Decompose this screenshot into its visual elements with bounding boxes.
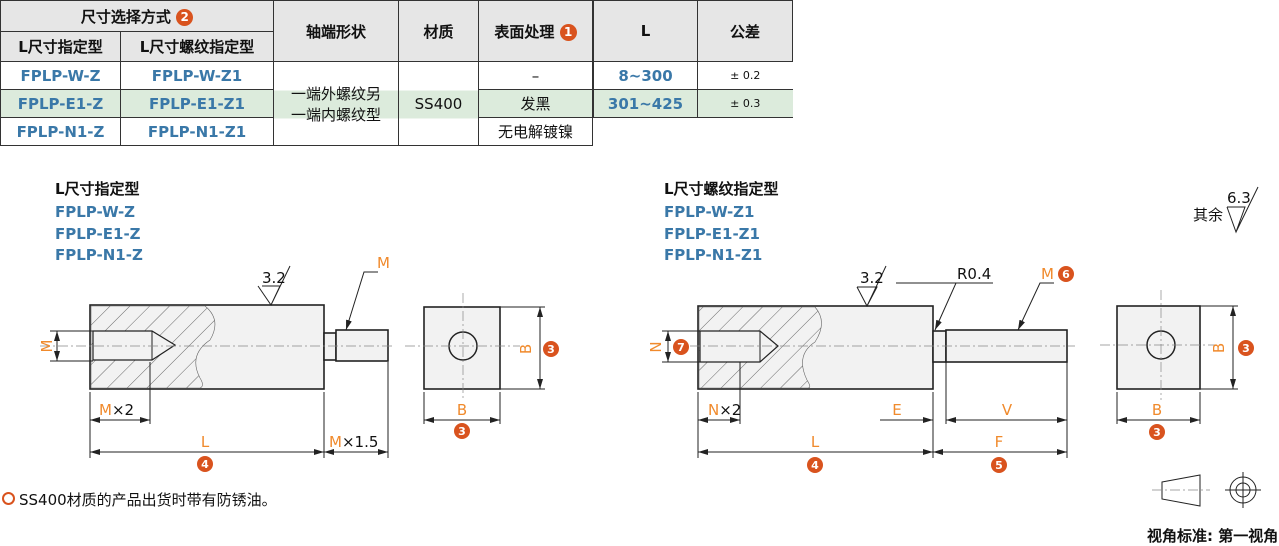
model-cell: FPLP-N1-Z [0, 117, 121, 146]
right-model: FPLP-W-Z1 [664, 203, 755, 221]
svg-text:E: E [892, 401, 901, 419]
right-model: FPLP-N1-Z1 [664, 246, 762, 264]
header-tolerance: 公差 [697, 0, 793, 62]
table-row: FPLP-N1-Z FPLP-N1-Z1 无电解镀镍 [0, 117, 593, 146]
bullet-icon [2, 492, 15, 505]
svg-text:3: 3 [1242, 342, 1250, 355]
header-l-spec: L尺寸指定型 [0, 31, 121, 62]
svg-text:3.2: 3.2 [860, 269, 884, 287]
spec-table: 尺寸选择方式 2 轴端形状 材质 表面处理 1 L尺寸指定型 L尺寸螺纹指定型 … [0, 0, 593, 146]
badge-2: 2 [176, 8, 194, 26]
svg-text:5: 5 [995, 459, 1003, 472]
table-row: 301~425 ± 0.3 [593, 89, 793, 118]
right-model: FPLP-E1-Z1 [664, 225, 760, 243]
svg-text:M×2: M×2 [99, 401, 134, 419]
svg-text:6: 6 [1062, 268, 1070, 281]
table-row: FPLP-E1-Z FPLP-E1-Z1 发黑 [0, 89, 593, 118]
badge-4: 4 [807, 457, 823, 473]
first-angle-projection-icon [1152, 472, 1261, 508]
header-shaft-shape: 轴端形状 [273, 0, 399, 62]
l-range-cell: 8~300 [593, 61, 698, 90]
rust-oil-note: SS400材质的产品出货时带有防锈油。 [2, 489, 277, 510]
svg-text:B: B [1152, 401, 1162, 419]
svg-text:4: 4 [201, 458, 209, 471]
svg-text:L: L [201, 433, 210, 451]
svg-text:B: B [517, 344, 535, 354]
svg-text:4: 4 [811, 459, 819, 472]
header-l-thread-spec: L尺寸螺纹指定型 [120, 31, 274, 62]
svg-text:M: M [377, 254, 390, 272]
badge-3: 3 [454, 423, 470, 439]
svg-text:B: B [457, 401, 467, 419]
badge-7: 7 [673, 339, 689, 355]
svg-text:7: 7 [677, 341, 685, 354]
material-cell: SS400 [398, 61, 479, 146]
svg-text:其余: 其余 [1193, 206, 1223, 224]
badge-3: 3 [543, 341, 559, 357]
svg-text:M×1.5: M×1.5 [329, 433, 378, 451]
svg-text:3: 3 [547, 343, 555, 356]
model-cell: FPLP-N1-Z1 [120, 117, 274, 146]
header-size-method: 尺寸选择方式 2 [0, 0, 274, 32]
badge-4: 4 [197, 456, 213, 472]
shaft-shape-cell: 一端外螺纹另一端内螺纹型 [273, 61, 399, 146]
right-title: L尺寸螺纹指定型 [664, 180, 779, 198]
header-material: 材质 [398, 0, 479, 62]
badge-3: 3 [1149, 424, 1165, 440]
svg-text:3.2: 3.2 [262, 269, 286, 287]
left-model: FPLP-E1-Z [55, 225, 141, 243]
badge-3: 3 [1238, 340, 1254, 356]
svg-text:3: 3 [458, 425, 466, 438]
left-model: FPLP-W-Z [55, 203, 135, 221]
model-cell: FPLP-E1-Z1 [120, 89, 274, 118]
model-cell: FPLP-W-Z [0, 61, 121, 90]
projection-label: 视角标准: 第一视角 [1147, 527, 1278, 545]
roughness-symbol [257, 265, 291, 307]
svg-text:N×2: N×2 [708, 401, 741, 419]
svg-text:L: L [811, 433, 820, 451]
svg-text:F: F [995, 433, 1004, 451]
svg-text:6.3: 6.3 [1227, 189, 1251, 207]
badge-6: 6 [1058, 266, 1074, 282]
svg-text:N: N [647, 341, 665, 352]
table-row: FPLP-W-Z FPLP-W-Z1 一端外螺纹另一端内螺纹型 SS400 – [0, 61, 593, 146]
svg-text:M: M [38, 340, 56, 353]
header-surface: 表面处理 1 [478, 0, 593, 62]
end-view [1116, 305, 1201, 390]
badge-1: 1 [559, 23, 577, 41]
header-l: L [593, 0, 698, 62]
tolerance-table: L 公差 8~300 ± 0.2 301~425 ± 0.3 [593, 0, 793, 118]
svg-text:V: V [1002, 401, 1013, 419]
svg-text:M: M [1041, 265, 1054, 283]
svg-text:R0.4: R0.4 [957, 265, 991, 283]
left-title: L尺寸指定型 [55, 180, 140, 198]
model-cell: FPLP-E1-Z [0, 89, 121, 118]
svg-text:3: 3 [1153, 426, 1161, 439]
svg-text:B: B [1210, 343, 1228, 353]
tolerance-cell: ± 0.3 [697, 89, 793, 118]
l-range-cell: 301~425 [593, 89, 698, 118]
surface-cell: 发黑 [478, 89, 593, 118]
badge-5: 5 [991, 457, 1007, 473]
right-drawing: L尺寸螺纹指定型 FPLP-W-Z1 FPLP-E1-Z1 FPLP-N1-Z1… [647, 180, 1278, 545]
left-model: FPLP-N1-Z [55, 246, 143, 264]
left-drawing: L尺寸指定型 FPLP-W-Z FPLP-E1-Z FPLP-N1-Z 3.2 … [38, 180, 559, 472]
end-view [423, 306, 501, 390]
surface-cell: 无电解镀镍 [478, 117, 593, 146]
table-row: 8~300 ± 0.2 [593, 61, 793, 90]
